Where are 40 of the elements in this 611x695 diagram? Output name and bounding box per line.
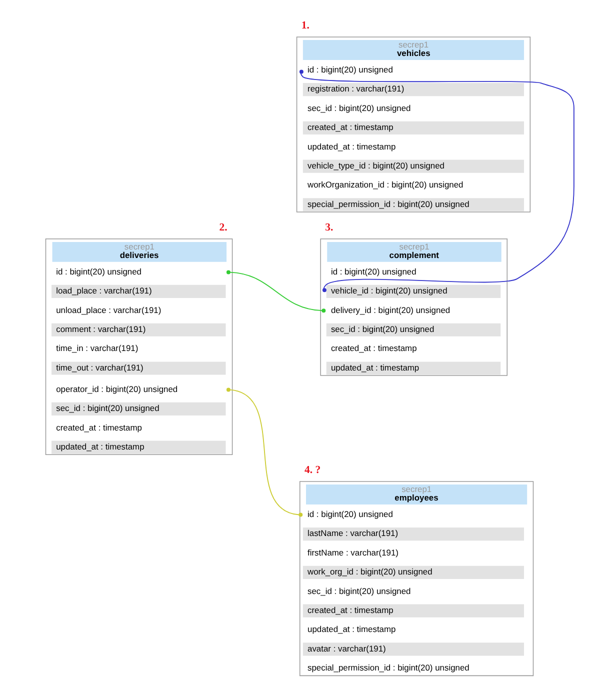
node-text: updated_at : timestamp (307, 141, 396, 152)
node-text: id : bigint(20) unsigned (330, 266, 416, 276)
node-box: special_permission_id : bigint(20) unsigned (302, 198, 524, 212)
node-box: vehicle_type_id : bigint(20) unsigned (302, 160, 524, 173)
node-text: updated_at : timestamp (307, 624, 396, 634)
node-text: created_at : timestamp (56, 422, 142, 432)
node-text: id : bigint(20) unsigned (307, 509, 392, 520)
node-text: workOrganization_id : bigint(20) unsigned (307, 180, 463, 190)
node-text: created_at : timestamp (330, 343, 416, 354)
node-label: 3. (324, 222, 333, 234)
node-label: 1. (300, 20, 309, 32)
node-box: lastName : varchar(191) (302, 528, 524, 541)
node-box: time_out : varchar(191) (51, 362, 226, 375)
node-box: load_place : varchar(191) (51, 284, 226, 298)
node-box: updated_at : timestamp (326, 362, 500, 375)
node-label: 2. (218, 222, 227, 234)
node-box: avatar : varchar(191) (302, 642, 524, 656)
node-box: sec_id : bigint(20) unsigned (326, 323, 500, 336)
node-text: delivery_id : bigint(20) unsigned (330, 304, 450, 315)
node-box: created_at : timestamp (302, 604, 524, 618)
node-text: id : bigint(20) unsigned (56, 266, 141, 276)
node-text: operator_id : bigint(20) unsigned (56, 384, 178, 394)
node-text: time_in : varchar(191) (56, 343, 138, 354)
node-box: vehicle_id : bigint(20) unsigned (326, 284, 500, 298)
node-box: registration : varchar(191) (302, 83, 524, 96)
node-label: 4. ? (304, 464, 320, 476)
node-box: comment : varchar(191) (51, 323, 226, 336)
node-text: special_permission_id : bigint(20) unsigned (307, 662, 469, 673)
connector (226, 388, 302, 517)
node-text: id : bigint(20) unsigned (307, 64, 392, 75)
node-box: updated_at : timestamp (51, 440, 226, 454)
connector (226, 270, 326, 313)
node-text: sec_id : bigint(20) unsigned (307, 102, 410, 113)
node-box: created_at : timestamp (302, 121, 524, 134)
node-box: work_org_id : bigint(20) unsigned (302, 566, 524, 579)
node-box: sec_id : bigint(20) unsigned (51, 402, 226, 416)
node-text: unload_place : varchar(191) (56, 304, 161, 315)
node-text: firstName : varchar(191) (307, 547, 398, 558)
connector (298, 70, 574, 292)
node-text: sec_id : bigint(20) unsigned (307, 586, 410, 596)
